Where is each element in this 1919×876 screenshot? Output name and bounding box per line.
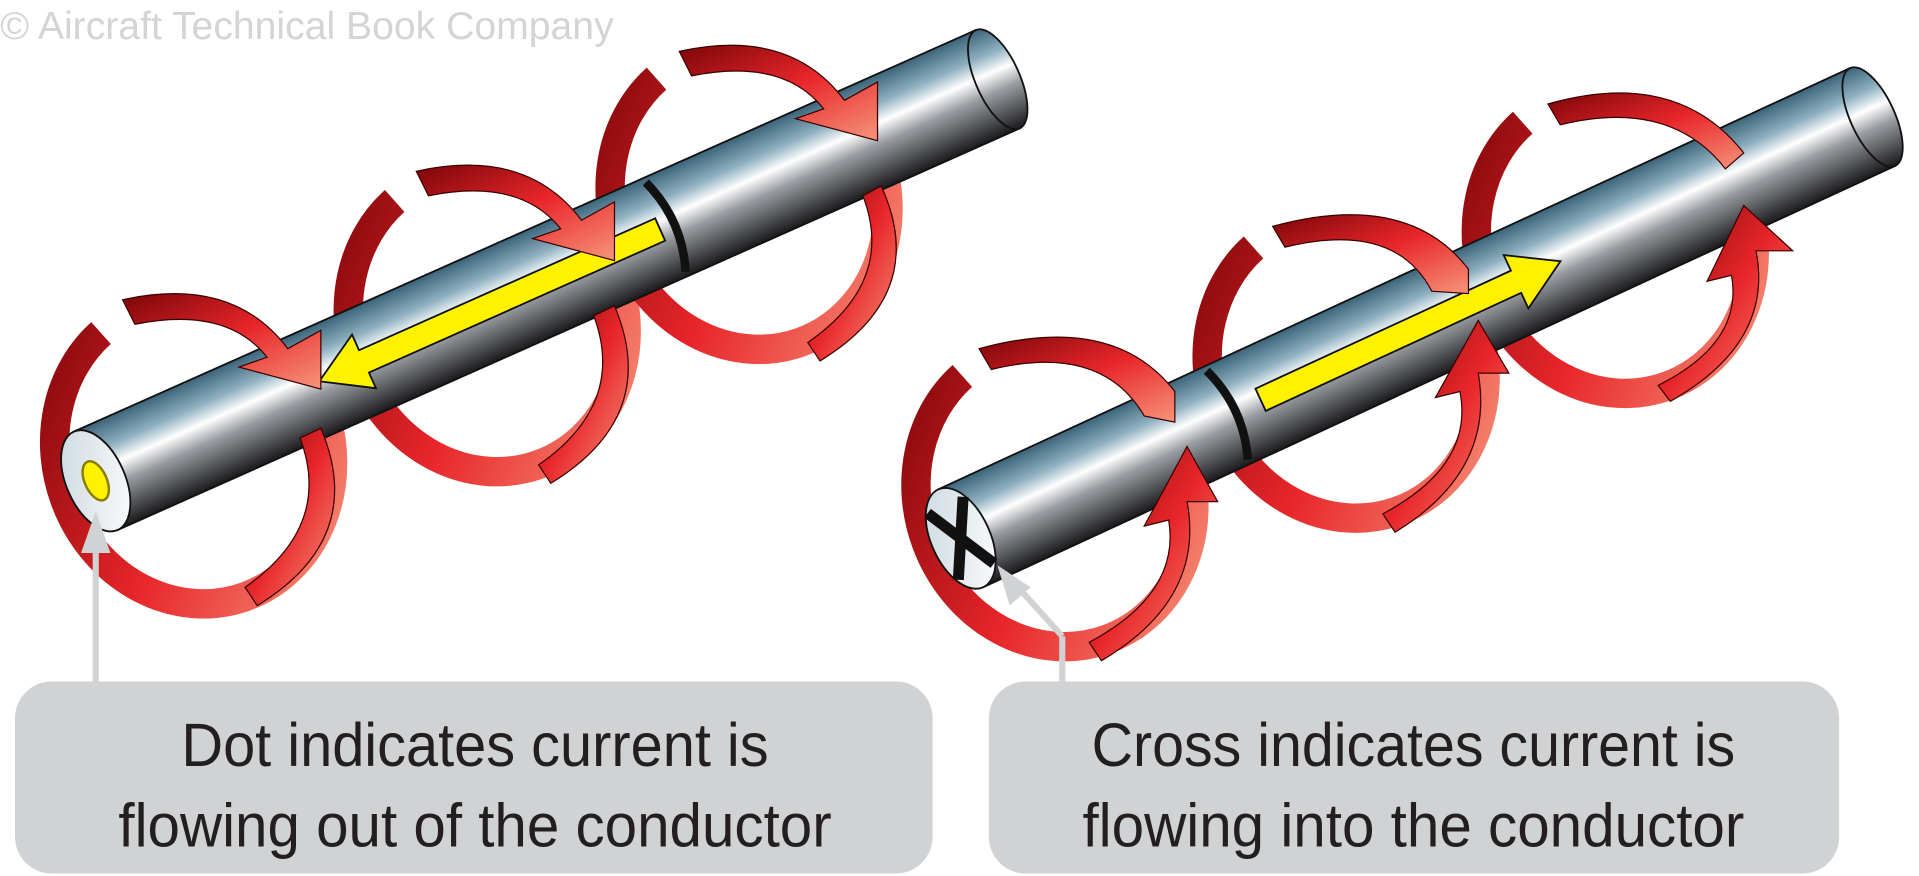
conductor-rod xyxy=(60,28,1029,533)
pointer-arrows xyxy=(81,511,1066,682)
field-loop-front xyxy=(806,185,897,362)
right-conductor-diagram xyxy=(901,66,1904,662)
section-mark xyxy=(642,179,690,273)
right-caption-line2: flowing into the conductor xyxy=(1082,792,1744,860)
current-arrow-icon xyxy=(317,217,667,390)
field-loops-front xyxy=(121,44,897,607)
cross-symbol-icon xyxy=(924,496,998,581)
field-loop-front xyxy=(1547,92,1745,170)
field-loop-front xyxy=(1271,214,1470,295)
field-arrow-icon xyxy=(1088,445,1219,662)
cross-pointer-line-diagonal xyxy=(1013,582,1065,639)
field-loop-front xyxy=(244,427,336,607)
left-caption-line2: flowing out of the conductor xyxy=(118,792,831,860)
cross-pointer-arrowhead-icon xyxy=(997,565,1031,606)
conductor-rod xyxy=(924,66,1904,590)
current-arrow-icon xyxy=(1254,253,1563,413)
field-arrow-icon xyxy=(415,164,616,262)
dot-symbol-icon xyxy=(81,460,111,502)
dot-pointer-arrowhead-icon xyxy=(81,511,111,554)
right-caption-line1: Cross indicates current is xyxy=(1092,711,1736,779)
left-caption-line1: Dot indicates current is xyxy=(181,711,768,779)
field-loop-front xyxy=(978,336,1176,423)
field-arrow-icon xyxy=(678,44,879,142)
section-mark xyxy=(1203,367,1253,460)
right-caption-box: Cross indicates current is flowing into … xyxy=(988,681,1840,874)
field-loops-front xyxy=(978,92,1795,662)
field-loop-front xyxy=(537,305,629,485)
field-arrow-icon xyxy=(1381,319,1510,534)
copyright-watermark: © Aircraft Technical Book Company xyxy=(0,5,614,48)
field-arrow-icon xyxy=(121,293,322,390)
field-arrow-icon xyxy=(1657,204,1795,403)
left-conductor-diagram xyxy=(39,28,1029,619)
left-caption-box: Dot indicates current is flowing out of … xyxy=(14,681,933,874)
